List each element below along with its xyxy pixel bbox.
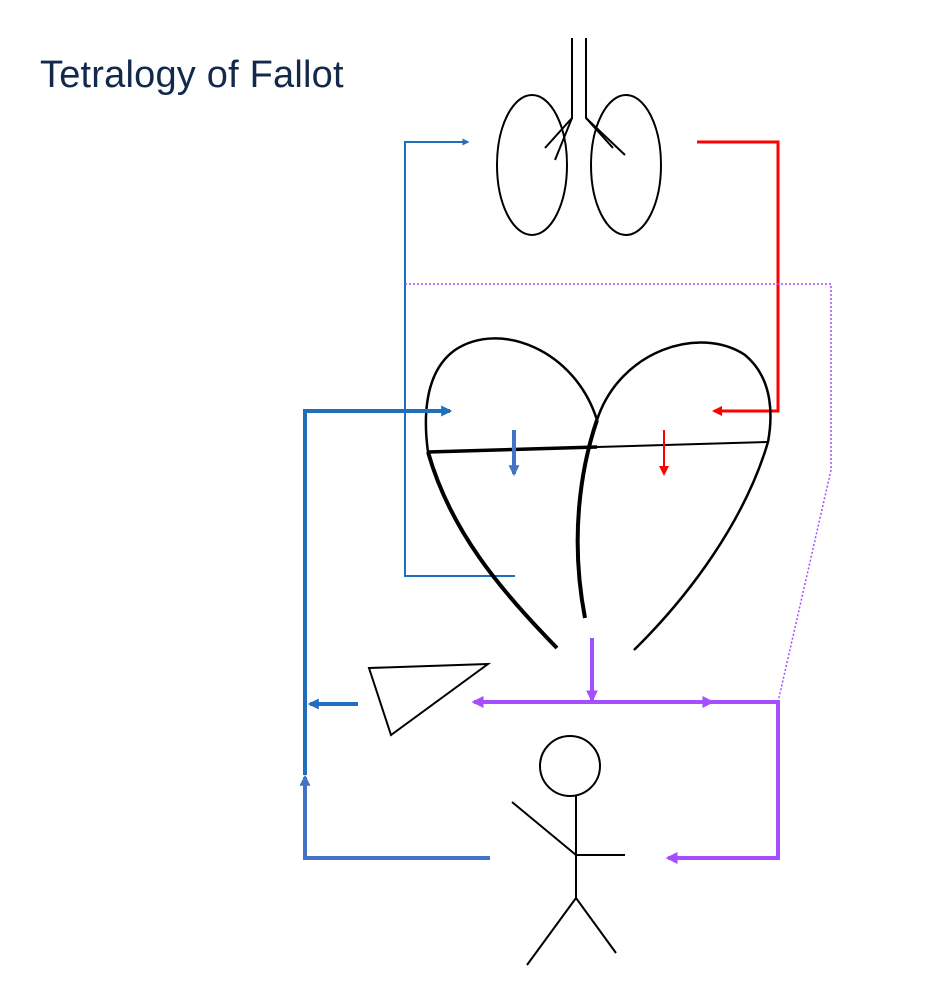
ventricular-septum [575,419,599,619]
valve-plane-right [596,441,769,448]
person-leg-right [575,897,617,954]
heart-left-lobe [424,337,599,453]
person-arm-left [511,801,577,856]
lungs-icon [496,38,662,236]
person-leg-left [526,897,577,966]
heart-right-wall [633,441,770,651]
heart-left-wall [426,451,559,650]
right-lung-shape [590,94,662,236]
left-lung-shape [496,94,568,236]
person-icon [511,735,625,966]
bronchus-right-line [585,117,626,156]
systemic-arterial-arrow [665,700,780,864]
pulmonary-artery-arrow [404,138,515,577]
triangle-icon [367,662,492,737]
person-head [539,735,601,797]
pulmonary-vein-arrow [697,140,780,416]
vena-cava-return-arrow [303,405,453,775]
heart-right-lobe [595,341,772,443]
body-to-vena-cava-arrow [299,774,490,860]
heart-icon [424,337,772,651]
page-title: Tetralogy of Fallot [40,54,344,96]
overriding-aorta-dotted-line [405,283,832,703]
trachea-left-line [544,38,573,149]
bronchus-left-line [554,117,573,161]
